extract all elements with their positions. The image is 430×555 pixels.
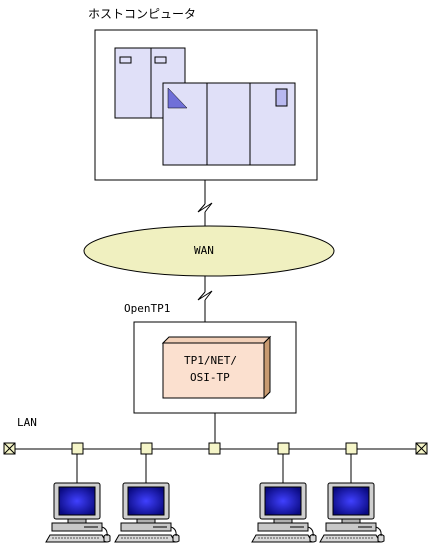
lan-node [140, 442, 153, 455]
tp1-box-top [161, 336, 272, 344]
host-cabinet-slot-icon [154, 56, 167, 64]
lan-terminator-icon [3, 442, 16, 455]
desktop-computer-icon [319, 482, 385, 543]
lan-terminator-icon [415, 442, 428, 455]
lan-label: LAN [17, 416, 37, 429]
lan-node [71, 442, 84, 455]
opentp1-label: OpenTP1 [124, 302, 171, 315]
desktop-computer-icon [251, 482, 317, 543]
desktop-computer-icon [114, 482, 180, 543]
tp1-box-side [263, 335, 271, 400]
desktop-computer-icon [45, 482, 111, 543]
lan-node [277, 442, 290, 455]
wan-label: WAN [194, 244, 214, 257]
wan-opentp1-link [197, 276, 213, 322]
line-break-icon [197, 290, 213, 301]
line-break-icon [197, 202, 213, 213]
osi-tp-label: OSI-TP [190, 371, 230, 384]
lan-node [345, 442, 358, 455]
tp1-net-label: TP1/NET/ [184, 354, 237, 367]
host-mainframe [162, 82, 296, 166]
host-cabinet-slot-icon [119, 56, 132, 64]
host-computer-label: ホストコンピュータ [88, 7, 197, 21]
host-panel-triangle-icon [167, 87, 188, 109]
tp1-box-front [162, 342, 265, 399]
lan-node [208, 442, 221, 455]
host-indicator-icon [275, 88, 288, 107]
host-wan-link [197, 180, 213, 230]
wan-cloud [83, 225, 335, 277]
